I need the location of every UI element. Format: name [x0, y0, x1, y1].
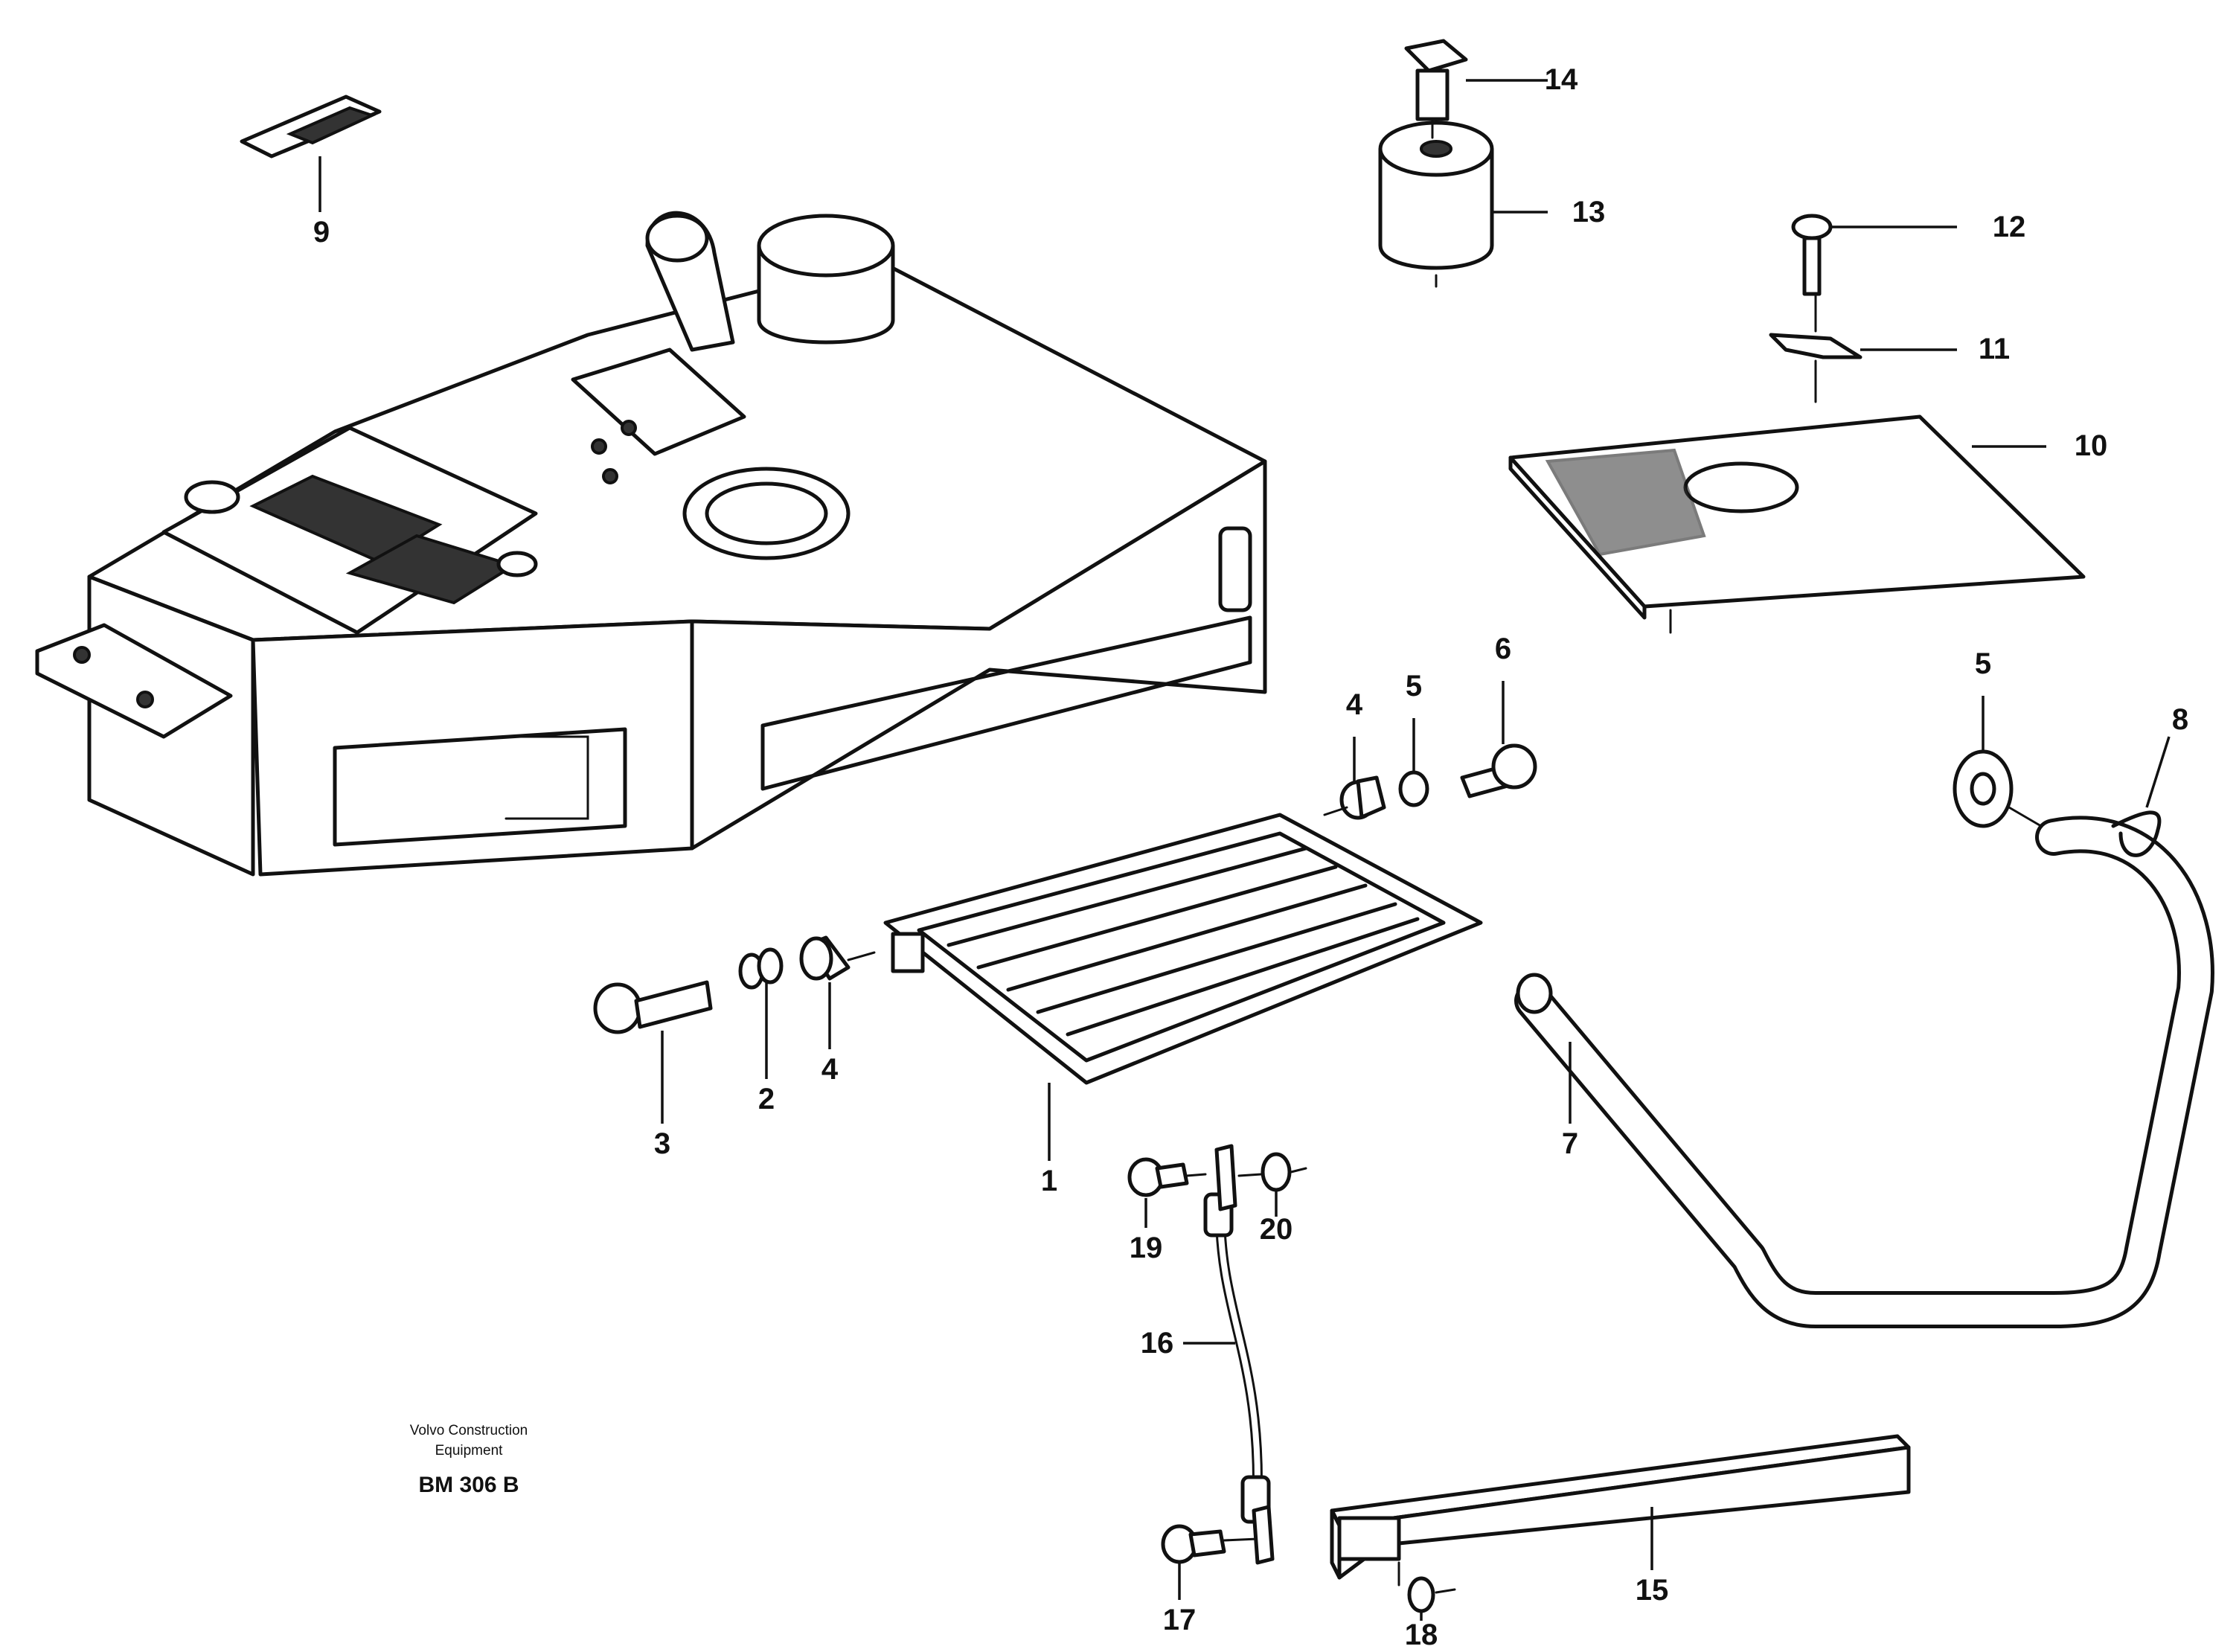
- label-8: 8: [2172, 703, 2188, 736]
- part-5-washer-handrail: [1953, 696, 2055, 835]
- part-14-screw: [1404, 39, 1548, 139]
- part-5-washer-right: [1398, 718, 1429, 807]
- label-6: 6: [1495, 633, 1511, 665]
- part-7-handrail: [1514, 816, 2214, 1328]
- label-19: 19: [1130, 1232, 1163, 1264]
- label-4-left: 4: [821, 1053, 839, 1086]
- fuel-tank: [35, 211, 1267, 877]
- part-12-screw: [1791, 214, 1957, 333]
- part-1-step-grate: [883, 813, 1483, 1161]
- label-11: 11: [1979, 333, 2010, 365]
- label-1: 1: [1041, 1165, 1057, 1197]
- diagram-code: BM 306 B: [418, 1473, 519, 1497]
- part-8-pin: [2111, 736, 2171, 857]
- label-7: 7: [1562, 1127, 1578, 1160]
- part-4-bushing-right: [1323, 737, 1386, 820]
- label-12: 12: [1993, 211, 2026, 243]
- label-5-right: 5: [1406, 670, 1422, 702]
- label-16: 16: [1141, 1327, 1174, 1360]
- label-5-handrail: 5: [1975, 647, 1991, 680]
- label-20: 20: [1260, 1213, 1293, 1246]
- part-19-bolt: [1127, 1144, 1237, 1228]
- label-17: 17: [1163, 1604, 1197, 1636]
- label-10: 10: [2075, 429, 2108, 462]
- part-9-label-strip: [240, 95, 382, 212]
- label-2: 2: [758, 1083, 775, 1115]
- part-20-nut: [1237, 1152, 1307, 1217]
- part-13-rubber-mount: [1378, 121, 1548, 288]
- part-10-cover-plate: [1508, 414, 2086, 634]
- part-2-washer: [738, 947, 784, 1079]
- label-14: 14: [1545, 63, 1578, 96]
- part-18-nut: [1397, 1561, 1456, 1621]
- label-15: 15: [1636, 1574, 1669, 1607]
- label-18: 18: [1405, 1619, 1438, 1651]
- part-16-strap: [1183, 1192, 1271, 1524]
- label-3: 3: [654, 1127, 670, 1160]
- label-9: 9: [313, 216, 330, 249]
- caption-line-1: Volvo Construction: [410, 1423, 528, 1438]
- label-4-right: 4: [1346, 688, 1363, 721]
- label-13: 13: [1572, 196, 1606, 228]
- diagram-caption: Volvo Construction Equipment BM 306 B: [410, 1423, 528, 1497]
- part-17-bolt: [1161, 1505, 1275, 1600]
- part-number-labels: 1 2 3 4 4 5 5 6 7 8 9 10 11 12 13 14 15 …: [313, 63, 2188, 1651]
- part-11-clip: [1769, 333, 1957, 403]
- part-6-bolt: [1460, 681, 1537, 798]
- part-15-beam: [1330, 1434, 1911, 1580]
- caption-line-2: Equipment: [435, 1443, 504, 1459]
- part-3-bolt: [593, 980, 713, 1124]
- part-4-bushing-left: [799, 935, 876, 1049]
